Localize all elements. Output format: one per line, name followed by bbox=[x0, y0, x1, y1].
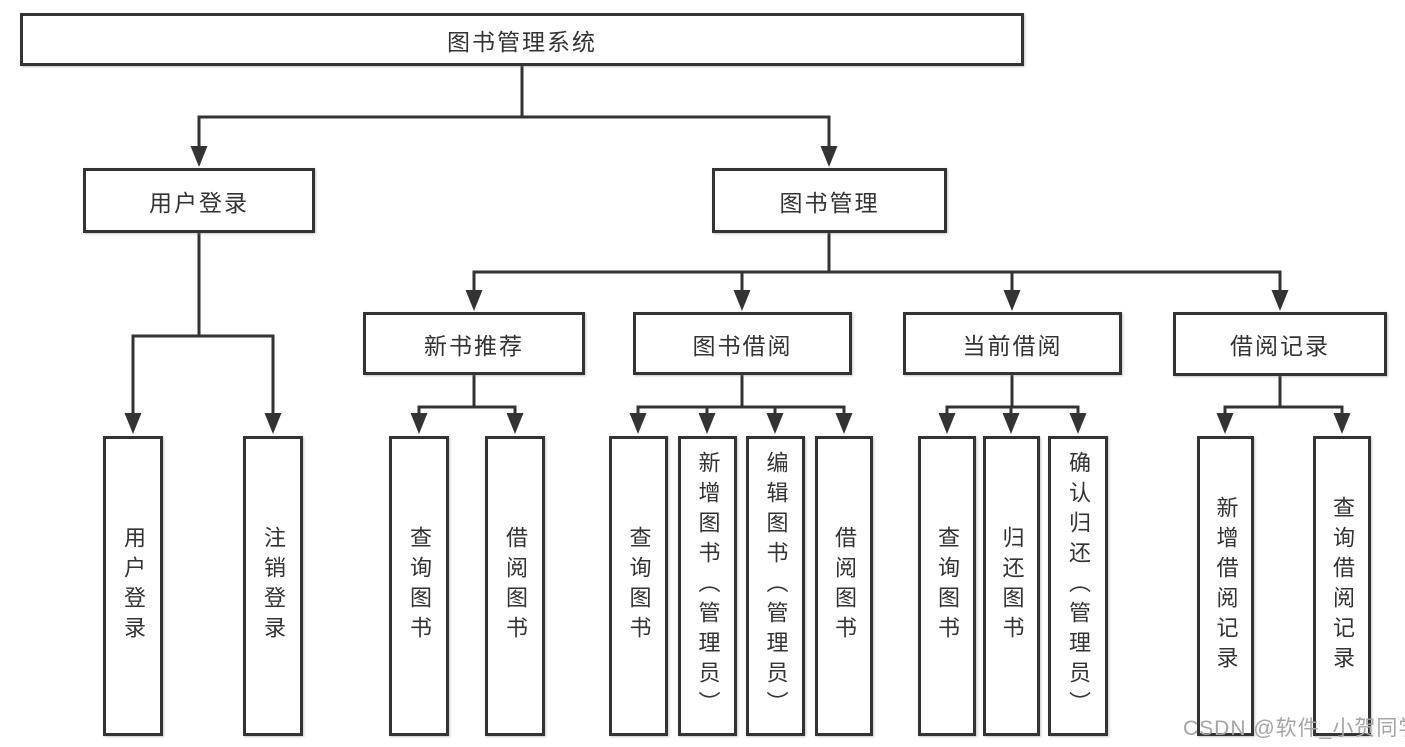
arrowhead bbox=[820, 146, 838, 167]
arrowhead bbox=[1069, 413, 1087, 434]
leaf-edit-books-admin: 编辑图书（管理员） bbox=[746, 436, 805, 736]
arrowhead bbox=[124, 413, 142, 434]
node-new-book-recommendation: 新书推荐 bbox=[363, 312, 585, 375]
arrowhead bbox=[629, 413, 647, 434]
csdn-watermark: CSDN @软件_小贺同学 bbox=[1183, 717, 1405, 740]
leaf-borrow-books: 借阅图书 bbox=[815, 436, 873, 736]
leaf-logout: 注销登录 bbox=[243, 436, 303, 736]
connector-book-borrow-to-leaves bbox=[636, 375, 846, 417]
leaf-add-books-admin: 新增图书（管理员） bbox=[678, 436, 737, 736]
node-book-borrowing: 图书借阅 bbox=[633, 312, 852, 375]
node-library-management-system: 图书管理系统 bbox=[20, 13, 1024, 66]
node-borrowing-records: 借阅记录 bbox=[1173, 312, 1387, 376]
connector-current-borrow-to-leaves bbox=[945, 375, 1080, 417]
leaf-borrow-books-recommend: 借阅图书 bbox=[485, 436, 545, 736]
leaf-query-books-recommend: 查询图书 bbox=[389, 436, 449, 736]
leaf-add-borrow-record: 新增借阅记录 bbox=[1197, 436, 1254, 736]
node-user-login: 用户登录 bbox=[83, 168, 315, 233]
leaf-query-books-current: 查询图书 bbox=[918, 436, 976, 736]
connector-root-to-level2 bbox=[197, 66, 831, 150]
leaf-user-login: 用户登录 bbox=[103, 436, 163, 736]
arrowhead bbox=[506, 413, 524, 434]
arrowhead bbox=[698, 413, 716, 434]
arrowhead bbox=[1002, 413, 1020, 434]
arrowhead bbox=[1216, 413, 1234, 434]
arrowhead bbox=[190, 146, 208, 167]
arrowhead bbox=[938, 413, 956, 434]
connector-records-to-leaves bbox=[1223, 375, 1344, 417]
leaf-confirm-return-admin: 确认归还（管理员） bbox=[1048, 436, 1108, 736]
leaf-query-books-borrow: 查询图书 bbox=[609, 436, 668, 736]
leaf-return-books: 归还图书 bbox=[983, 436, 1040, 736]
node-book-management: 图书管理 bbox=[712, 168, 947, 233]
arrowhead bbox=[835, 413, 853, 434]
arrowhead bbox=[264, 413, 282, 434]
arrowhead bbox=[733, 290, 751, 311]
arrowhead bbox=[1003, 290, 1021, 311]
arrowhead bbox=[1271, 290, 1289, 311]
node-current-borrowing: 当前借阅 bbox=[903, 312, 1122, 375]
arrowhead bbox=[465, 290, 483, 311]
arrowhead bbox=[766, 413, 784, 434]
connector-user-login-to-leaves bbox=[131, 233, 275, 417]
connector-book-management-to-level3 bbox=[472, 233, 1282, 294]
connector-new-book-to-leaves bbox=[417, 375, 517, 417]
leaf-query-borrow-record: 查询借阅记录 bbox=[1313, 436, 1371, 736]
arrowhead bbox=[1333, 413, 1351, 434]
arrowhead bbox=[410, 413, 428, 434]
